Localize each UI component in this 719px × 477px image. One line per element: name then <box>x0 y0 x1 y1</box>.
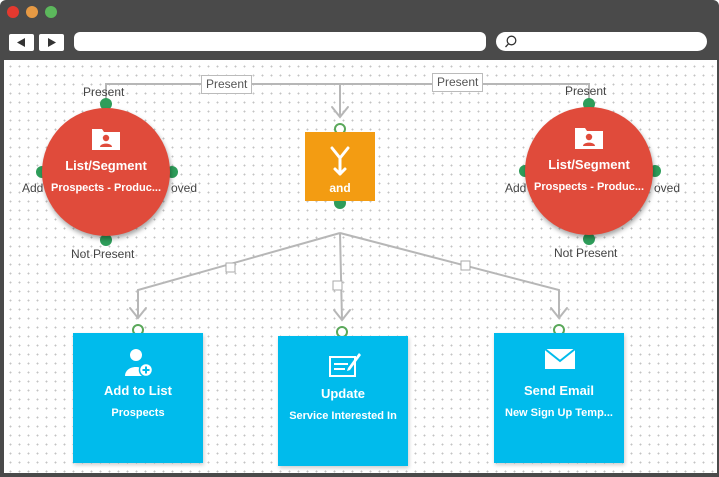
browser-toolbar <box>0 26 719 58</box>
search-icon <box>505 35 517 48</box>
add-user-icon <box>125 349 154 378</box>
add-to-list-node[interactable]: Add to List Prospects <box>73 333 203 463</box>
add-to-list-title: Add to List <box>104 383 172 398</box>
arrowhead-update <box>333 309 351 322</box>
segment-right-title: List/Segment <box>548 157 630 172</box>
connector-lines <box>105 83 590 322</box>
segment-left-subtitle: Prospects - Produc... <box>50 182 162 194</box>
minimize-window-button[interactable] <box>26 6 38 18</box>
url-bar[interactable] <box>74 32 486 51</box>
segment-node-right[interactable]: List/Segment Prospects - Produc... <box>525 107 653 235</box>
arrowhead-email <box>550 307 568 320</box>
send-email-subtitle: New Sign Up Temp... <box>505 407 613 419</box>
title-bar <box>0 0 719 26</box>
forward-button[interactable] <box>39 34 64 51</box>
and-node-title: and <box>329 181 351 195</box>
segment-left-present-label: Present <box>83 85 125 99</box>
forward-arrow-icon <box>48 38 56 47</box>
connector-right-to-and <box>340 83 590 102</box>
edge-handle-update <box>332 280 343 291</box>
edge-label-present-left[interactable]: Present <box>201 75 253 94</box>
and-node[interactable]: and <box>305 132 375 201</box>
segment-left-removed-label: oved <box>171 181 198 195</box>
edge-handle-email <box>460 260 471 271</box>
connector-and-to-update <box>339 232 343 321</box>
send-email-node[interactable]: Send Email New Sign Up Temp... <box>494 333 624 463</box>
segment-right-port-bottom[interactable] <box>583 233 595 245</box>
folder-user-icon <box>575 128 603 149</box>
close-window-button[interactable] <box>7 6 19 18</box>
maximize-window-button[interactable] <box>45 6 57 18</box>
envelope-icon <box>544 348 576 369</box>
folder-user-icon <box>92 129 120 150</box>
edge-label-present-right[interactable]: Present <box>432 73 484 92</box>
back-arrow-icon <box>17 38 25 47</box>
arrowhead-add <box>129 307 147 320</box>
edge-handle-add <box>225 262 236 273</box>
segment-left-port-top[interactable] <box>100 98 112 110</box>
merge-arrow-icon <box>330 146 350 176</box>
segment-right-present-label: Present <box>565 84 607 98</box>
update-subtitle: Service Interested In <box>289 410 397 422</box>
segment-node-left[interactable]: List/Segment Prospects - Produc... <box>42 108 170 236</box>
segment-left-port-bottom[interactable] <box>100 234 112 246</box>
update-title: Update <box>320 386 366 401</box>
segment-left-added-label: Add <box>22 181 44 195</box>
segment-right-added-label: Add <box>505 181 527 195</box>
add-to-list-subtitle: Prospects <box>111 407 165 419</box>
segment-left-not-present-label: Not Present <box>71 247 135 261</box>
flow-canvas[interactable]: Present Present Present Add oved Not Pre… <box>4 60 717 473</box>
edit-form-icon <box>329 353 361 377</box>
send-email-title: Send Email <box>523 383 595 398</box>
update-node[interactable]: Update Service Interested In <box>278 336 408 466</box>
connector-and-to-email <box>339 232 560 318</box>
segment-left-title: List/Segment <box>65 158 147 173</box>
segment-right-subtitle: Prospects - Produc... <box>533 181 645 193</box>
back-button[interactable] <box>9 34 34 51</box>
segment-right-removed-label: oved <box>654 181 681 195</box>
segment-right-not-present-label: Not Present <box>554 246 618 260</box>
arrowhead-and <box>331 106 349 119</box>
connector-and-to-add <box>137 232 341 318</box>
search-bar[interactable] <box>496 32 707 51</box>
